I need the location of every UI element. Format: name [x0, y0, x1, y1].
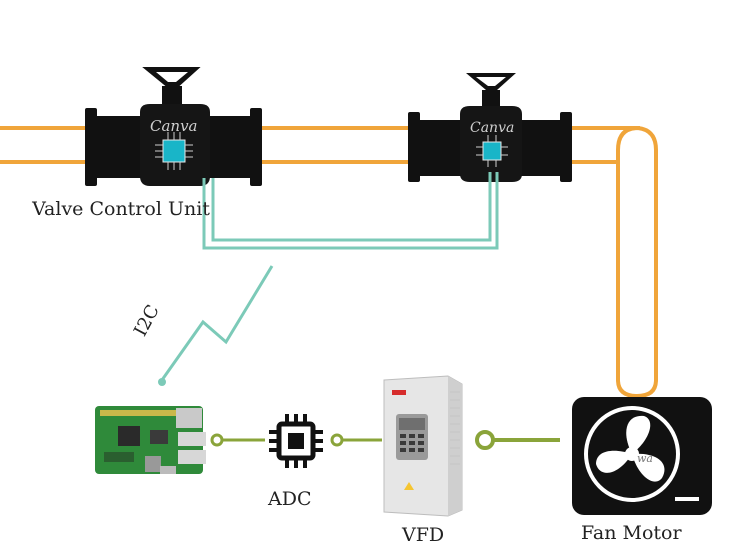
adc-label: ADC [268, 488, 312, 510]
adc-chip-icon [269, 414, 323, 468]
valve-left-flange-left [85, 108, 97, 186]
pi-adc-connection [210, 433, 265, 447]
i2c-connection [160, 265, 274, 381]
vfd-fan-connection [475, 430, 560, 450]
microchip-icon [155, 132, 193, 170]
valve-right-stem [482, 90, 500, 106]
valve-left: Canva [85, 67, 262, 186]
raspberry-pi-board-icon [95, 406, 206, 474]
vfd-drive-icon [383, 375, 463, 517]
valve-left-stem [162, 86, 182, 104]
valve-right: Canva [408, 73, 572, 182]
valve-left-handle-inner [156, 72, 188, 82]
valve-left-flange-right [250, 108, 262, 186]
valve-right-watermark: Canva [470, 120, 514, 136]
fan-icon [596, 415, 665, 482]
valve-right-flange-right [560, 112, 572, 182]
adc-vfd-connection [330, 433, 382, 447]
valve-left-watermark: Canva [150, 117, 198, 135]
fan-motor-label: Fan Motor [581, 522, 682, 544]
valve-right-flange-left [408, 112, 420, 182]
fan-motor: wa [572, 397, 712, 515]
valve-bus [202, 172, 499, 250]
fan-watermark: wa [637, 452, 653, 465]
i2c-endpoint [158, 378, 166, 386]
microchip-icon [476, 135, 508, 167]
fan-indicator [675, 497, 699, 501]
valve-right-handle-inner [476, 77, 506, 86]
vfd-label: VFD [402, 524, 445, 546]
fan-ring [584, 406, 680, 502]
valve-control-unit-label: Valve Control Unit [32, 198, 210, 220]
pipe-loop-down [616, 126, 658, 399]
